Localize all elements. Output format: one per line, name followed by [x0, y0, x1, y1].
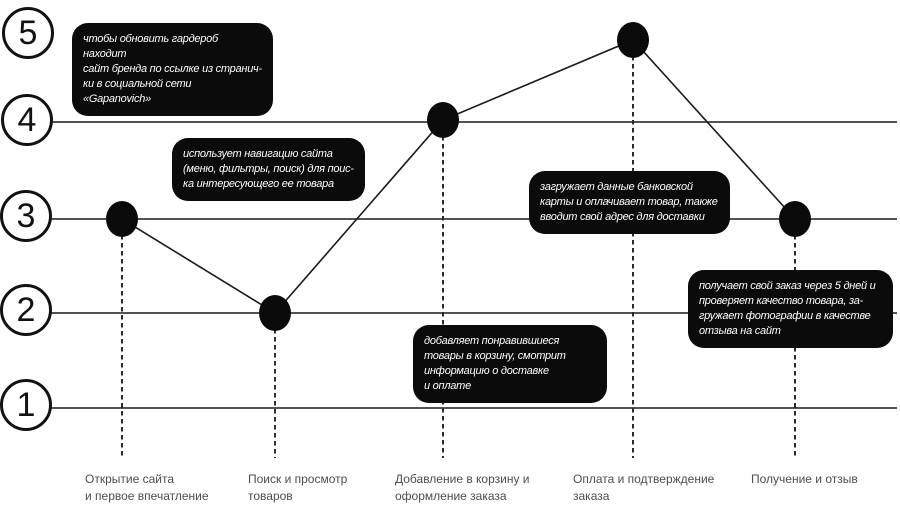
annotation-bubble-stage-2: использует навигацию сайта (меню, фильтр… [172, 138, 365, 201]
annotation-bubble-stage-4: загружает данные банковской карты и опла… [529, 171, 730, 234]
y-axis-tick-label: 2 [16, 290, 36, 329]
x-axis-label-stage-5: Получение и отзыв [751, 472, 858, 486]
y-axis-tick-label: 3 [16, 196, 36, 235]
x-axis-label-stage-1: Открытие сайта и первое впечатление [85, 472, 209, 503]
journey-point-4 [617, 22, 649, 58]
journey-point-1 [106, 201, 138, 237]
x-axis-label-stage-2: Поиск и просмотр товаров [248, 472, 348, 503]
y-axis-tick-2: 2 [0, 284, 52, 336]
y-axis-tick-4: 4 [1, 94, 53, 146]
journey-point-2 [259, 295, 291, 331]
x-axis-label-stage-3: Добавление в корзину и оформление заказа [395, 472, 530, 503]
y-axis-tick-label: 4 [17, 100, 37, 139]
annotation-bubble-stage-1: чтобы обновить гардероб находит сайт бре… [72, 23, 273, 116]
y-axis-tick-label: 5 [18, 13, 38, 52]
annotation-bubble-stage-3: добавляет понравившиеся товары в корзину… [413, 325, 607, 403]
y-axis-tick-1: 1 [0, 379, 52, 431]
journey-point-3 [427, 102, 459, 138]
y-axis-tick-5: 5 [2, 7, 54, 59]
y-axis-tick-3: 3 [0, 190, 52, 242]
x-axis-label-stage-4: Оплата и подтверждение заказа [573, 472, 715, 503]
annotation-bubble-stage-5: получает свой заказ через 5 дней и прове… [688, 270, 893, 348]
y-axis-tick-label: 1 [16, 385, 36, 424]
journey-point-5 [779, 201, 811, 237]
